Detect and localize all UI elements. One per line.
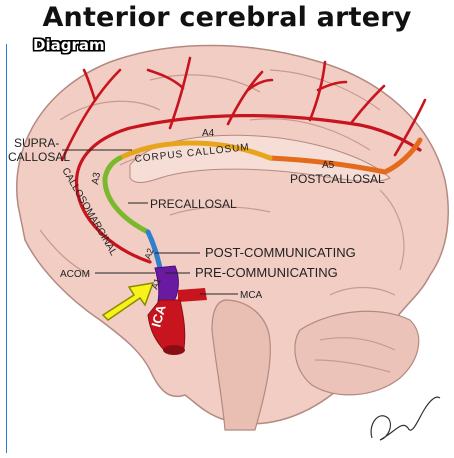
label-precallosal: PRECALLOSAL xyxy=(150,197,237,211)
label-a3: A3 xyxy=(90,171,103,185)
label-acom: ACOM xyxy=(60,269,90,280)
page-title: Anterior cerebral artery xyxy=(0,2,454,33)
cerebellum xyxy=(295,311,419,395)
signature-mark xyxy=(371,397,440,440)
frame-accent-line xyxy=(6,44,7,453)
label-post-communicating: POST-COMMUNICATING xyxy=(205,245,356,260)
label-supracallosal-2: CALLOSAL xyxy=(8,150,70,164)
label-postcallosal: POSTCALLOSAL xyxy=(290,172,385,186)
label-supracallosal-1: SUPRA- xyxy=(14,136,59,150)
diagram-badge: Diagram xyxy=(33,36,105,54)
label-mca: MCA xyxy=(240,290,263,301)
mca-vessel xyxy=(178,288,207,302)
label-pre-communicating: PRE-COMMUNICATING xyxy=(195,265,338,280)
label-a4: A4 xyxy=(202,128,215,139)
label-a5: A5 xyxy=(322,160,335,171)
ica-stump xyxy=(163,345,185,355)
